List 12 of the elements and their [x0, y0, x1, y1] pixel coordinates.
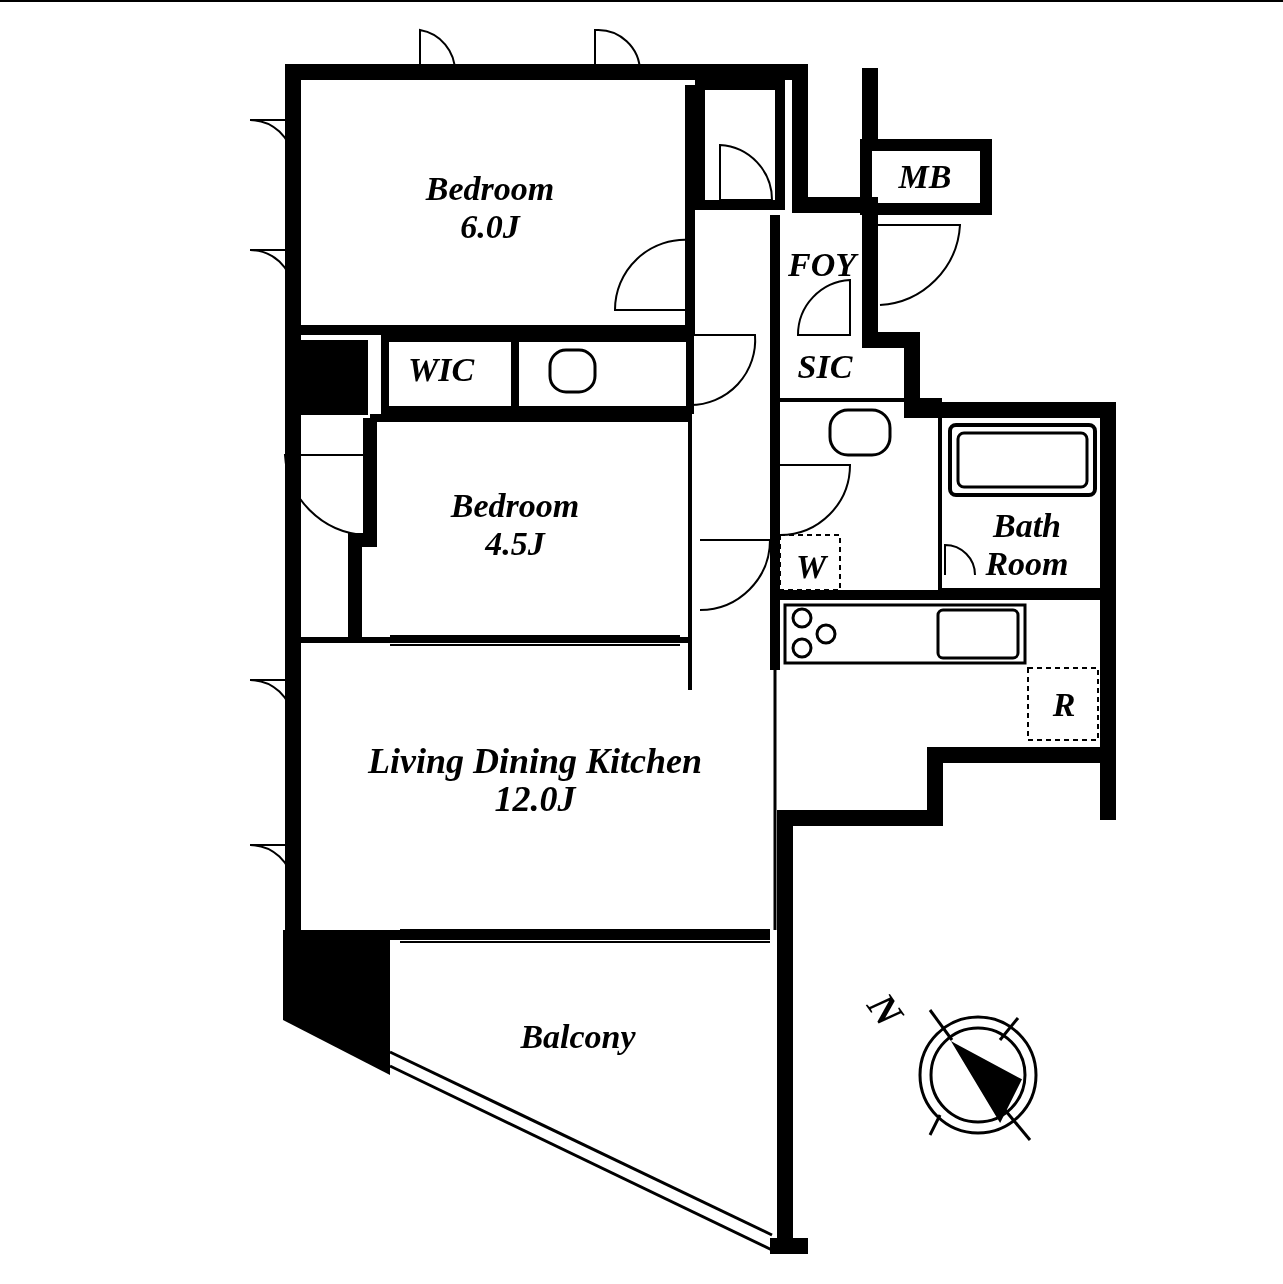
- room-label: MB: [897, 158, 953, 196]
- room-label: Balcony: [519, 1018, 637, 1056]
- room-label: Living Dining Kitchen 12.0J: [366, 742, 704, 818]
- room-label: Bedroom 6.0J: [424, 170, 556, 246]
- room-label: SIC: [796, 348, 854, 386]
- room-label: Bedroom 4.5J: [449, 487, 581, 563]
- north-label: N: [857, 983, 914, 1037]
- room-label: Bath Room: [984, 507, 1070, 583]
- room-label: WIC: [406, 351, 476, 389]
- room-label: W: [794, 548, 829, 586]
- room-label: R: [1051, 686, 1077, 724]
- room-label: FOY: [762, 246, 882, 284]
